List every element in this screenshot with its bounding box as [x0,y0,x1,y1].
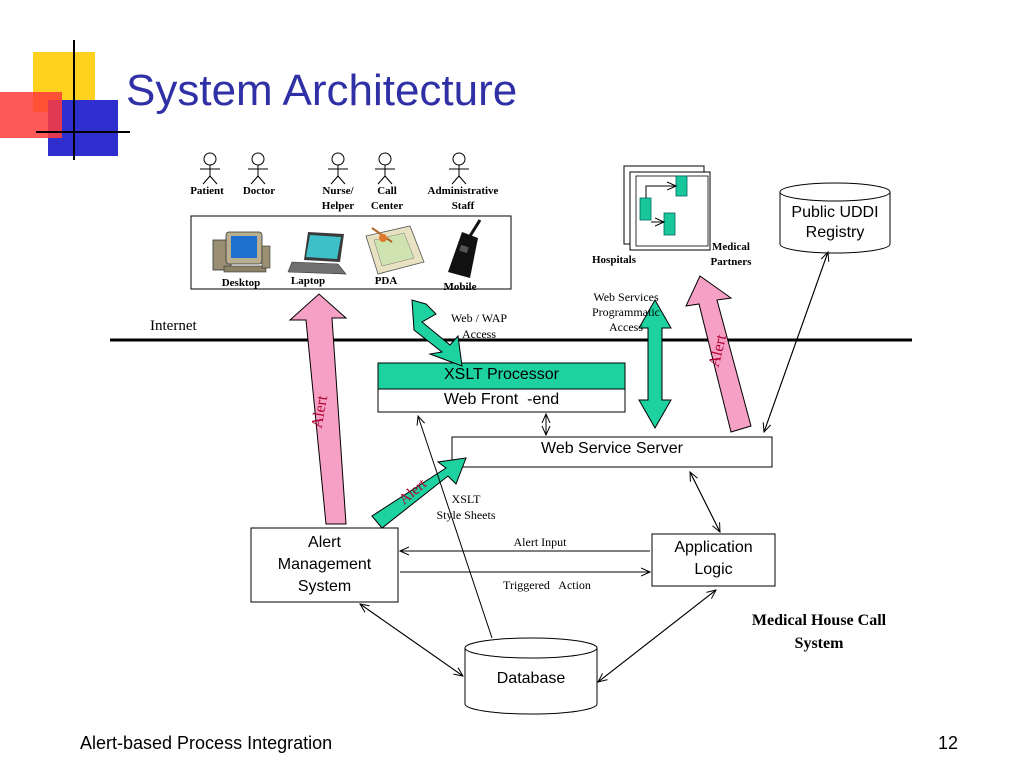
label-nurse: Nurse/Helper [321,185,355,212]
mobile-icon [448,219,482,278]
xslt-processor-label: XSLT Processor [443,366,559,383]
label-laptop: Laptop [290,275,326,287]
label-doctor: Doctor [242,185,276,197]
user-figure-icon [200,152,469,185]
hospitals-icon [623,165,711,251]
web-service-server-label: Web Service Server [541,440,683,457]
label-triggered-action: Triggered Action [503,578,591,592]
label-hospitals: Hospitals [591,254,636,266]
label-desktop: Desktop [221,277,261,289]
application-logic-box [651,533,776,587]
pda-icon [365,225,425,275]
database-label: Database [496,670,566,687]
slide-title: System Architecture [126,66,518,115]
alert-arrow-center [371,457,467,529]
label-alert-input: Alert Input [513,535,567,549]
web-wap-arrow [411,299,463,367]
web-service-server-box [451,436,773,468]
web-front-end-box [377,388,626,413]
label-pda: PDA [374,275,398,287]
uddi-registry-cylinder [779,182,891,254]
corner-decoration [0,40,130,160]
label-patient: Patient [190,185,224,197]
database-cylinder [464,637,598,715]
web-services-arrow [638,298,672,430]
footer-title: Alert-based Process Integration [80,733,333,753]
alert-arrow-left [288,293,348,525]
laptop-icon [287,232,347,275]
alert-management-box [250,527,399,603]
label-mobile: Mobile [443,281,477,293]
desktop-icon [212,231,271,273]
xslt-processor-box [377,362,626,390]
web-front-end-label: Web Front -end [443,391,560,408]
page-number: 12 [938,733,959,753]
label-internet: Internet [150,318,197,334]
alert-arrow-right [685,275,752,433]
